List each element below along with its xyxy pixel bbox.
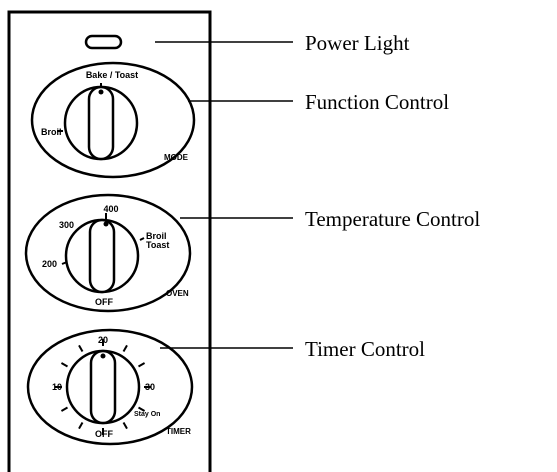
- timer-tick: [122, 344, 128, 352]
- timer-tick: [78, 422, 84, 430]
- power-light: [84, 34, 123, 50]
- callout-power-light: Power Light: [305, 31, 410, 55]
- timer-tick: [60, 406, 68, 412]
- function-knob-indicator: [98, 89, 104, 95]
- temp-label-off: OFF: [95, 297, 113, 307]
- timer-tick: [138, 406, 146, 412]
- temperature-knob-indicator: [103, 221, 109, 227]
- timer-label-timer: TIMER: [166, 427, 191, 436]
- timer-label-30: 30: [145, 382, 155, 392]
- callout-temperature-control: Temperature Control: [305, 207, 480, 231]
- timer-tick: [138, 362, 146, 368]
- temp-label-400: 400: [103, 204, 118, 214]
- control-panel: [7, 10, 212, 472]
- temp-label-oven: OVEN: [166, 289, 189, 298]
- timer-tick: [122, 422, 128, 430]
- function-knob-group: Bake / Toast Broil MODE: [30, 61, 196, 179]
- temp-label-200: 200: [42, 259, 57, 269]
- temp-label-300: 300: [59, 220, 74, 230]
- function-label-broil: Broil: [41, 127, 62, 137]
- timer-knob-indicator: [100, 353, 106, 359]
- timer-label-20: 20: [98, 335, 108, 345]
- temperature-knob-group: 400 300 200 Broil Toast OFF OVEN: [24, 193, 192, 313]
- timer-tick: [78, 344, 84, 352]
- timer-tick-marks: [55, 339, 151, 435]
- function-knob-grip[interactable]: [87, 85, 115, 161]
- timer-label-10: 10: [52, 382, 62, 392]
- temp-label-broil: Broil: [146, 231, 167, 241]
- temp-label-toast: Toast: [146, 240, 169, 250]
- timer-label-off: OFF: [95, 429, 113, 439]
- callout-timer-control: Timer Control: [305, 337, 425, 361]
- function-label-mode: MODE: [164, 153, 189, 162]
- temp-tick-broil: [139, 237, 145, 241]
- timer-label-stay-on: Stay On: [134, 411, 160, 418]
- function-label-bake-toast: Bake / Toast: [86, 70, 138, 80]
- timer-knob-grip[interactable]: [89, 349, 117, 425]
- timer-knob-group: 20 10 30 Stay On OFF TIMER: [26, 328, 194, 446]
- callout-function-control: Function Control: [305, 90, 449, 114]
- timer-tick: [60, 362, 68, 368]
- temperature-knob-grip[interactable]: [88, 218, 116, 294]
